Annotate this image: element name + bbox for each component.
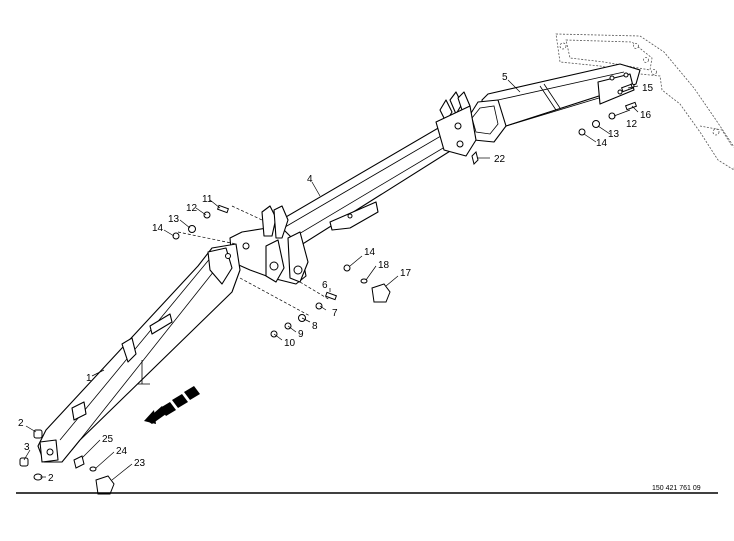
callout-7: 7 xyxy=(332,308,338,319)
travel-direction-arrow-icon xyxy=(144,386,200,424)
callout-18: 18 xyxy=(378,260,390,271)
callout-12-right: 12 xyxy=(626,119,638,130)
callout-22: 22 xyxy=(494,154,506,165)
assembly-axis-lines xyxy=(177,205,331,317)
callout-5: 5 xyxy=(502,72,508,83)
callout-3: 3 xyxy=(24,442,30,453)
callout-15: 15 xyxy=(642,83,654,94)
front-boom-arm xyxy=(37,243,241,463)
drawing-number: 150 421 761 09 xyxy=(652,485,701,492)
callout-17: 17 xyxy=(400,268,412,279)
callout-14-middle: 14 xyxy=(364,247,376,258)
callout-25: 25 xyxy=(102,434,114,445)
callout-10: 10 xyxy=(284,338,296,349)
callout-8: 8 xyxy=(312,321,318,332)
middle-boom-section xyxy=(249,91,477,265)
callout-13-right: 13 xyxy=(608,129,620,140)
callout-4: 4 xyxy=(307,174,313,185)
tractor-frame-outline xyxy=(555,33,734,171)
callout-14-right: 14 xyxy=(596,138,608,149)
callout-14-left: 14 xyxy=(152,223,164,234)
callout-12-left: 12 xyxy=(186,203,198,214)
callout-2-upper: 2 xyxy=(18,418,24,429)
callout-leaders xyxy=(23,79,639,481)
callout-1: 1 xyxy=(86,373,92,384)
callout-16: 16 xyxy=(640,110,652,121)
callout-9: 9 xyxy=(298,329,304,340)
callout-13-left: 13 xyxy=(168,214,180,225)
pivot-bracket xyxy=(229,205,309,285)
callout-23: 23 xyxy=(134,458,146,469)
callout-labels: 1 2 2 3 4 5 6 7 8 9 10 11 12 12 13 13 14… xyxy=(18,72,654,484)
callout-11: 11 xyxy=(202,194,213,205)
hardware-items xyxy=(19,83,638,495)
callout-24: 24 xyxy=(116,446,128,457)
callout-6: 6 xyxy=(322,280,328,291)
callout-2-lower: 2 xyxy=(48,473,54,484)
